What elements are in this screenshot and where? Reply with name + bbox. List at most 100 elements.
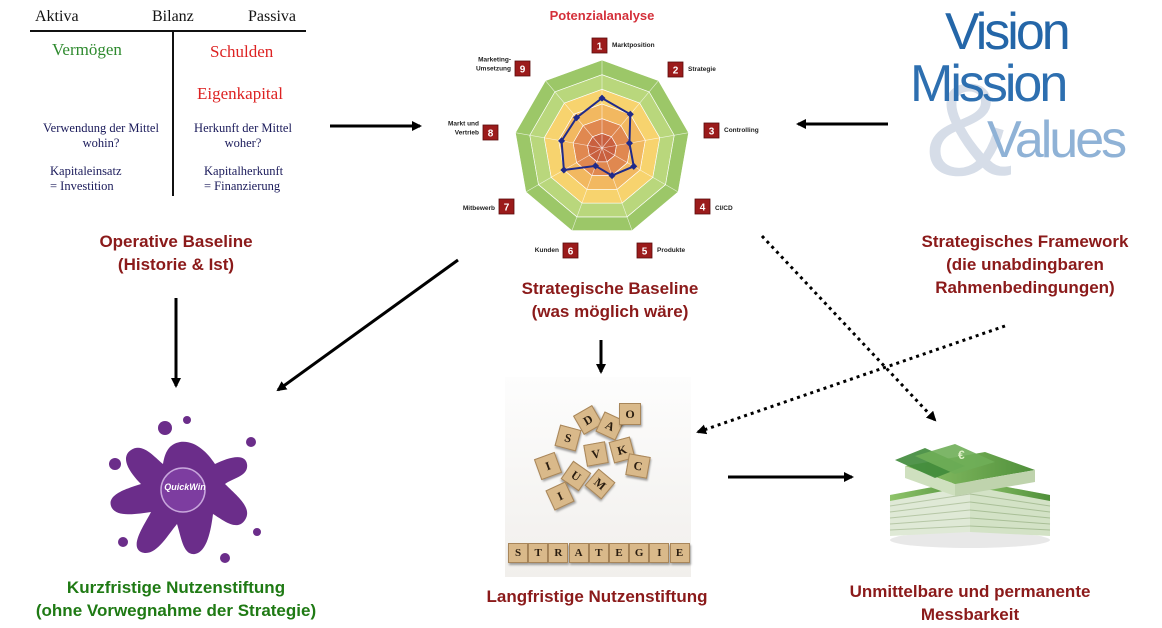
radar-spoke (545, 80, 603, 149)
balance-right-e1: Kapitalherkunft (204, 164, 284, 178)
quickwin-splash (109, 416, 261, 563)
radar-spoke (601, 147, 679, 193)
balance-eigenkapital: Eigenkapital (197, 84, 283, 103)
money-euro-symbol: € (958, 448, 965, 462)
scrabble-tile: C (625, 453, 651, 479)
caption-operative: Operative Baseline (Historie & Ist) (60, 230, 292, 276)
radar-point (630, 162, 638, 170)
caption-short-term: Kurzfristige Nutzenstiftung (ohne Vorweg… (0, 576, 352, 622)
radar-axis-badge (667, 61, 684, 78)
balance-left-q1: Verwendung der Mittel (43, 121, 159, 135)
scrabble-tile: A (568, 543, 589, 563)
radar-point (560, 166, 568, 174)
scrabble-tile: T (588, 543, 609, 563)
radar-axis-badge (703, 122, 720, 139)
radar-axis-number: 3 (709, 127, 715, 138)
radar-axis-label: Vertrieb (455, 130, 479, 137)
scrabble-tile: V (583, 441, 609, 467)
balance-left-e2: = Investition (50, 179, 114, 193)
radar-axis-label: Produkte (657, 247, 686, 254)
caption-measure-line1: Unmittelbare und permanente (849, 582, 1091, 601)
balance-left-e1: Kapitaleinsatz (50, 164, 122, 178)
balance-header-bilanz: Bilanz (152, 8, 194, 25)
radar-point (598, 94, 606, 102)
radar-grid-ring (558, 103, 646, 190)
vmv-vision: Vision (945, 3, 1071, 61)
vmv-mission: Mission (910, 55, 1068, 113)
caption-framework: Strategisches Framework (die unabdingbar… (880, 230, 1162, 299)
caption-operative-line2: (Historie & Ist) (117, 255, 235, 274)
radar-axis-label: Marktposition (612, 42, 655, 49)
radar-axis-number: 8 (488, 129, 494, 140)
caption-strategic: Strategische Baseline (was möglich wäre) (480, 277, 740, 323)
radar-axis-badge (482, 124, 499, 141)
radar-axis-label: Markt und (448, 121, 479, 128)
radar-axis-label: Mitbewerb (463, 205, 495, 212)
caption-long-line1: Langfristige Nutzenstiftung (486, 587, 708, 606)
radar-axis-badge (591, 37, 608, 54)
scrabble-tile: O (619, 403, 641, 425)
money-stack-image (889, 444, 1051, 548)
radar-point (558, 137, 566, 145)
radar-point (591, 162, 600, 170)
radar-axis-label: Marketing- (478, 57, 511, 64)
caption-framework-line2: (die unabdingbaren (946, 255, 1104, 274)
balance-header-aktiva: Aktiva (35, 8, 79, 25)
radar-axis-badge (562, 242, 579, 259)
radar-axis-label: Kunden (535, 247, 559, 254)
radar-axis-number: 4 (700, 203, 706, 214)
radar-series-line (560, 96, 635, 177)
radar-spoke (601, 147, 633, 231)
radar-axis-number: 7 (504, 203, 510, 214)
caption-framework-line3: Rahmenbedingungen) (935, 278, 1115, 297)
balance-schulden: Schulden (210, 42, 274, 61)
radar-axis-number: 2 (673, 66, 679, 77)
radar-axis-number: 6 (568, 247, 574, 258)
scrabble-tile: E (669, 543, 690, 563)
radar-point (608, 172, 616, 180)
arrow-framework-to-tiles-dotted (696, 324, 1006, 435)
caption-strategic-line2: (was möglich wäre) (531, 302, 689, 321)
radar-axis-number: 5 (642, 247, 648, 258)
radar-axis-number: 9 (520, 65, 526, 76)
balance-vermoegen: Vermögen (52, 40, 122, 59)
radar-spoke (571, 147, 603, 231)
radar-grid-ring (587, 133, 617, 163)
scrabble-tile: T (528, 543, 549, 563)
balance-sheet: Aktiva Bilanz Passiva Vermögen Schulden … (30, 4, 310, 200)
caption-operative-line1: Operative Baseline (99, 232, 253, 251)
caption-short-line2: (ohne Vorwegnahme der Strategie) (35, 601, 317, 620)
caption-long-term: Langfristige Nutzenstiftung (455, 585, 739, 608)
caption-measurability: Unmittelbare und permanente Messbarkeit (800, 580, 1140, 626)
balance-header-passiva: Passiva (248, 8, 296, 25)
caption-strategic-line1: Strategische Baseline (521, 279, 699, 298)
balance-right-q1: Herkunft der Mittel (194, 121, 292, 135)
radar-axis-badge (498, 198, 515, 215)
caption-framework-line1: Strategisches Framework (921, 232, 1129, 251)
scrabble-tile: R (548, 543, 569, 563)
radar-axis-label: Umsetzung (476, 66, 511, 73)
vision-mission-values-logo: & Vision Mission Values (905, 4, 1155, 204)
caption-short-line1: Kurzfristige Nutzenstiftung (66, 578, 286, 597)
radar-axis-label: Strategie (688, 66, 716, 73)
radar-spoke (601, 132, 689, 149)
scrabble-tile: E (609, 543, 629, 563)
radar-grid-ring (572, 118, 632, 176)
scrabble-tile: S (554, 424, 582, 452)
balance-top-rule (30, 30, 306, 32)
quickwin-label: QuickWin (164, 482, 206, 492)
vmv-values: Values (987, 111, 1127, 169)
radar-axis-label: Controlling (724, 127, 759, 134)
radar-axis-number: 1 (597, 42, 603, 53)
radar-grid-ring (529, 74, 675, 218)
balance-left-q2: wohin? (82, 136, 120, 150)
balance-right-e2: = Finanzierung (204, 179, 281, 193)
scrabble-tile: I (533, 451, 563, 481)
money-stack-top (895, 444, 1035, 496)
radar-point (626, 110, 634, 118)
balance-right-q2: woher? (224, 136, 262, 150)
